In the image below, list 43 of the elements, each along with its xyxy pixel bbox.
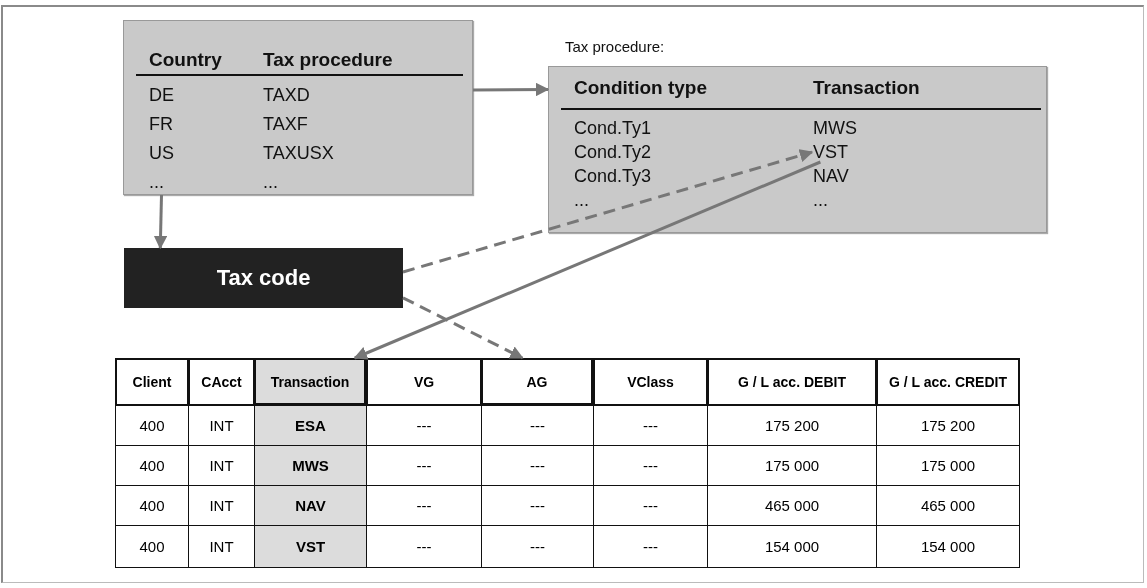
table-entry: Cond.Ty1 [574, 117, 652, 139]
table-cell: ESA [254, 405, 367, 446]
column-header: Tax procedure [263, 49, 393, 71]
table-header-cell: G / L acc. DEBIT [707, 358, 877, 406]
table-entry: ... [574, 189, 589, 211]
table-header-cell: VG [366, 358, 482, 406]
arrow [402, 149, 814, 274]
table-header-cell: AG [481, 358, 593, 405]
table-cell: NAV [254, 485, 367, 526]
table-header-cell: Transaction [254, 358, 366, 405]
process-box: Tax code [124, 248, 403, 308]
table-entry: VST [813, 141, 855, 163]
table-entry: TAXF [263, 113, 308, 135]
table-header-cell: CAcct [188, 358, 255, 406]
table-header-cell: G / L acc. CREDIT [876, 358, 1020, 406]
column-header: Transaction [813, 77, 920, 99]
table-entry: TAXD [263, 84, 310, 106]
table-entry: Cond.Ty2 [574, 141, 652, 163]
arrow [153, 194, 168, 250]
table-cell: 400 [115, 525, 189, 568]
table-cell: VST [254, 525, 367, 568]
table-entry: NAV [813, 165, 849, 187]
table-entry: FR [149, 113, 173, 135]
column-header: Condition type [574, 77, 707, 99]
table-entry: Cond.Ty3 [574, 165, 652, 187]
table-caption: Tax procedure: [565, 37, 665, 57]
table-cell: MWS [254, 445, 367, 486]
table-entry: DE [149, 84, 174, 106]
arrow [353, 160, 821, 360]
table-cell: 154 000 [876, 525, 1020, 568]
table-header-cell: Client [115, 358, 189, 406]
table-entry: ... [149, 171, 164, 193]
column-header: Country [149, 49, 222, 71]
table-header-cell: VClass [593, 358, 708, 406]
table-entry: ... [813, 189, 828, 211]
table-entry: MWS [813, 117, 857, 139]
lookup-table-panel [548, 66, 1047, 233]
lookup-table-panel [123, 20, 473, 195]
arrow [402, 296, 524, 360]
table-entry: ... [263, 171, 278, 193]
arrow [473, 82, 550, 97]
table-entry: TAXUSX [263, 142, 334, 164]
table-entry: US [149, 142, 174, 164]
